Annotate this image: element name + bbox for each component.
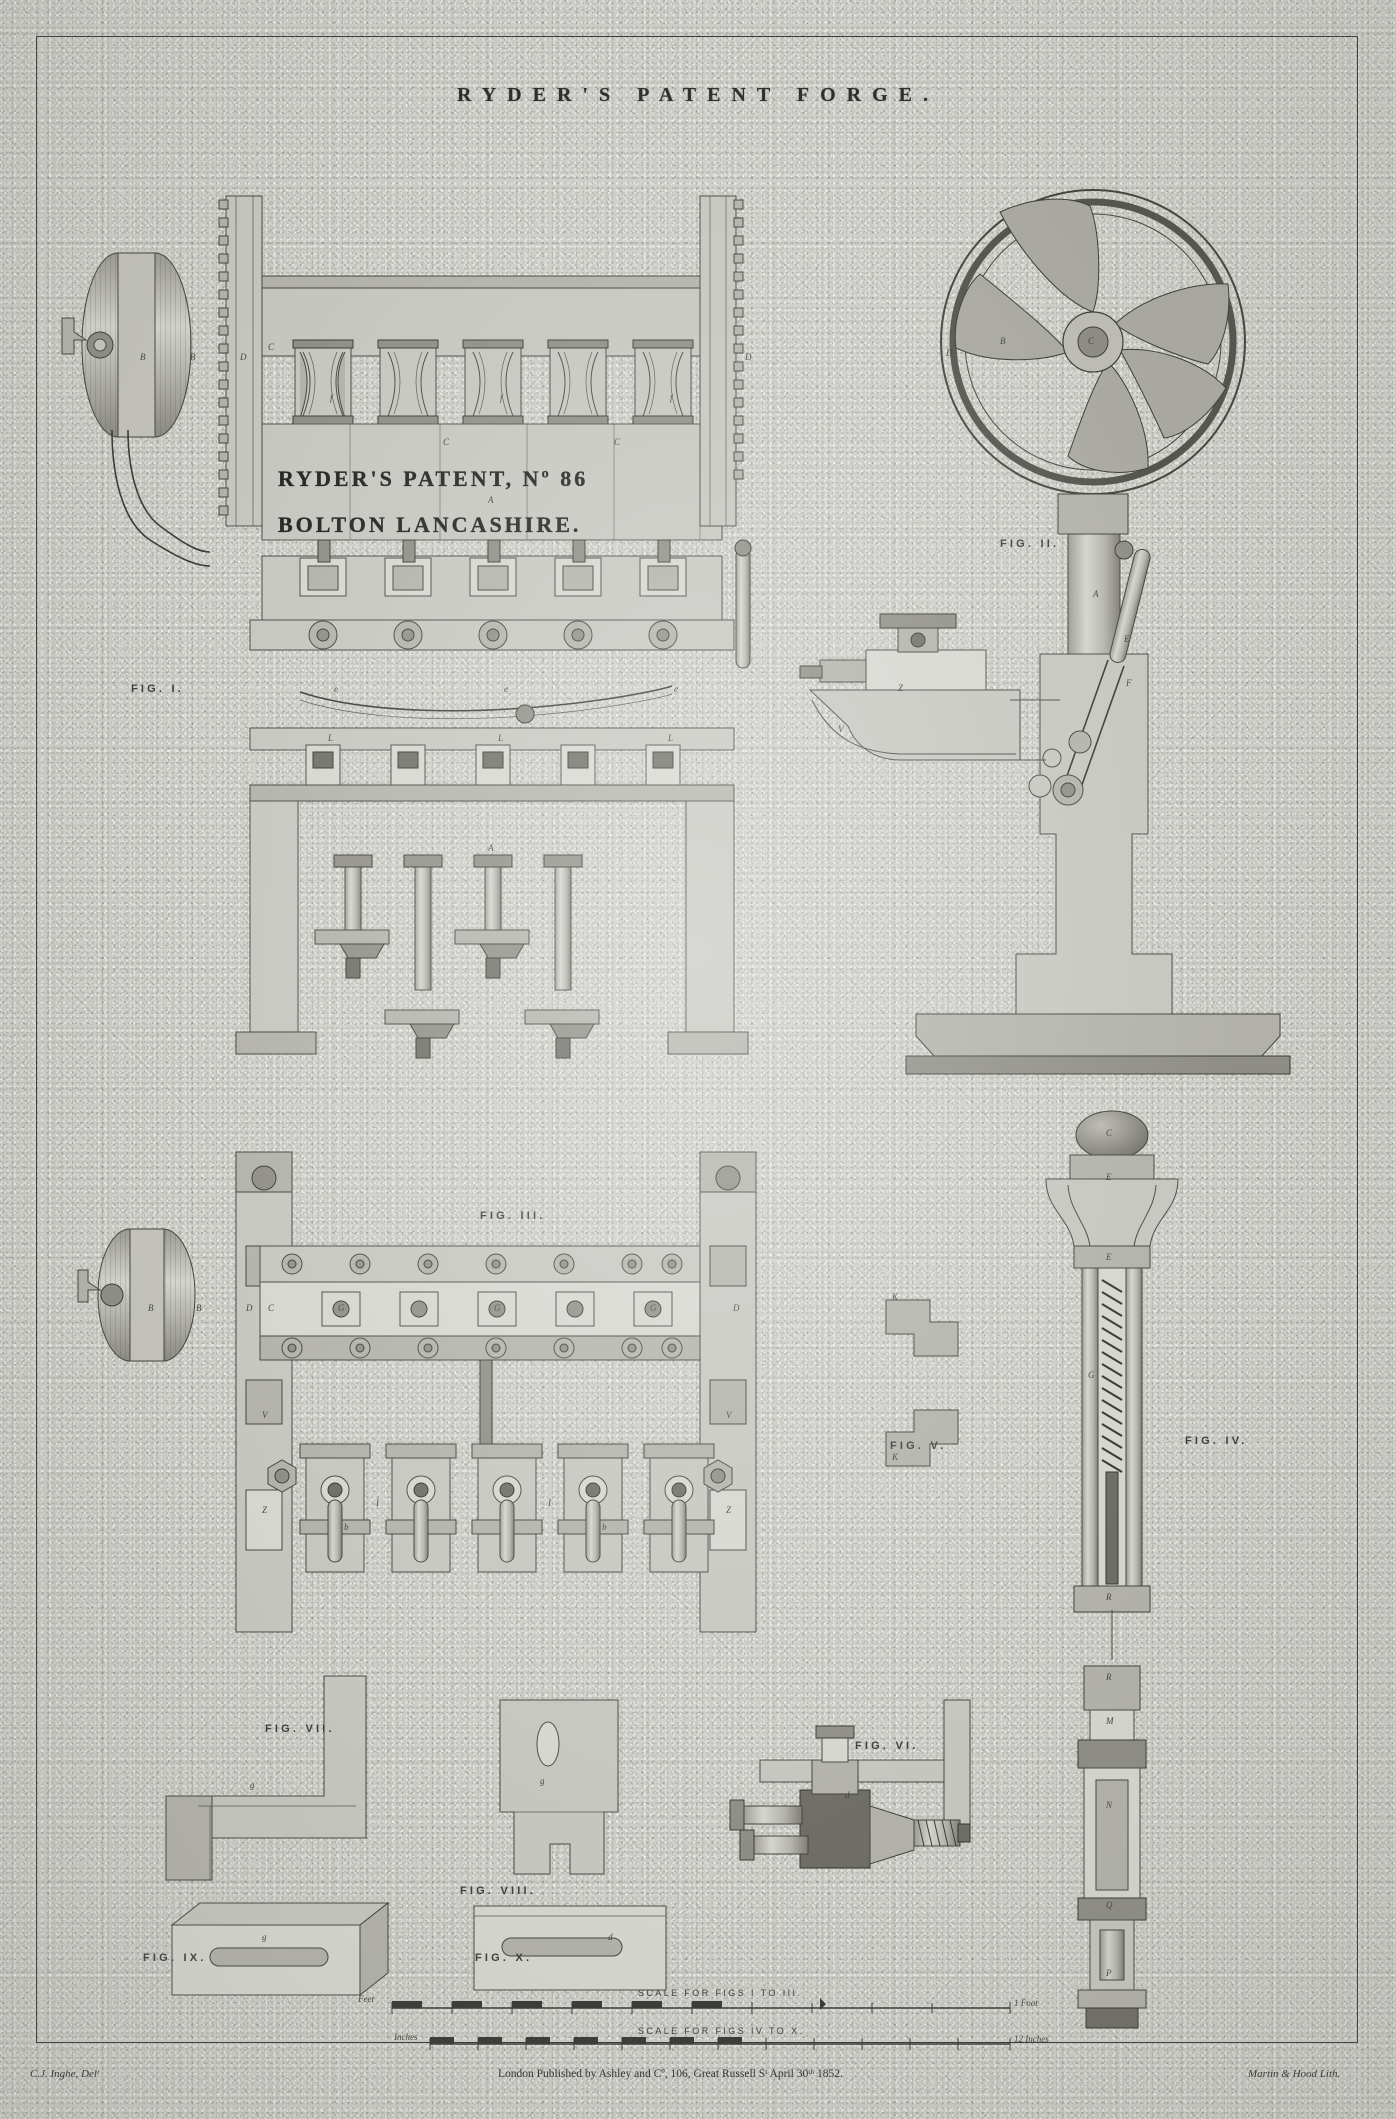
figure-10-drawing [473, 1905, 667, 1991]
part-letter-fig4-E1: E [1106, 1172, 1112, 1182]
part-letter-fig3-I2: I [548, 1498, 551, 1508]
nameplate-line-1: RYDER'S PATENT, Nº 86 [278, 466, 589, 491]
figure-6-drawing [729, 1699, 971, 1869]
part-letter-fig10-d: d [608, 1932, 613, 1942]
part-letter-fig1-A2: A [488, 843, 494, 853]
figure-label-10: FIG. X. [475, 1952, 533, 1964]
part-letter-fig4-R1: R [1106, 1592, 1112, 1602]
figure-7-drawing [165, 1675, 367, 1881]
part-letter-fig1-B2: B [190, 352, 196, 362]
part-letter-fig4-E2: E [1106, 1252, 1112, 1262]
part-letter-fig3-B2: B [196, 1303, 202, 1313]
part-letter-fig4-N: N [1106, 1800, 1113, 1810]
part-letter-fig2-A: A [1093, 589, 1099, 599]
part-letter-fig2-E: E [1124, 634, 1130, 644]
part-letter-fig1-e3: e [674, 684, 678, 694]
part-letter-fig3-b1: b [344, 1522, 349, 1532]
figure-label-1: FIG. I. [131, 683, 184, 695]
figure-5-drawing [885, 1299, 959, 1467]
part-letter-fig3-V2: V [726, 1410, 732, 1420]
figure-label-6: FIG. VI. [855, 1740, 919, 1752]
figure-2-drawing [799, 189, 1291, 1075]
part-letter-fig1-B1: B [140, 352, 146, 362]
figure-label-5: FIG. V. [890, 1440, 947, 1452]
figure-3-drawing [77, 1151, 757, 1633]
part-letter-fig1-f2: f [500, 393, 503, 403]
publication-credit: London Published by Ashley and Cº, 106, … [498, 2068, 843, 2080]
part-letter-fig3-G2: G [494, 1303, 501, 1313]
plate-border [36, 36, 1358, 2043]
part-letter-fig3-B1: B [148, 1303, 154, 1313]
scale-caption-figs-4-10: SCALE FOR FIGS IV TO X. [638, 2026, 805, 2036]
part-letter-fig3-D2: D [733, 1303, 740, 1313]
part-letter-fig1-e2: e [504, 684, 508, 694]
part-letter-fig3-Z2: Z [726, 1505, 732, 1515]
part-letter-fig1-D2: D [745, 352, 752, 362]
part-letter-fig3-b2: b [602, 1522, 607, 1532]
figure-label-9: FIG. IX. [143, 1952, 207, 1964]
part-letter-fig2-B: B [1000, 336, 1006, 346]
part-letter-fig1-L3: L [668, 733, 674, 743]
part-letter-fig4-C: C [1106, 1128, 1113, 1138]
part-letter-fig2-Z: Z [898, 683, 904, 693]
part-letter-fig7-g: g [250, 1780, 255, 1790]
part-letter-fig2-F: F [1126, 678, 1132, 688]
lithographer-credit: Martin & Hood Lith. [1248, 2068, 1341, 2080]
figure-label-4: FIG. IV. [1185, 1435, 1248, 1447]
part-letter-fig3-V1: V [262, 1410, 268, 1420]
part-letter-fig1-L1: L [328, 733, 334, 743]
part-letter-fig2-V: V [838, 724, 844, 734]
part-letter-fig1-C3: C [614, 437, 621, 447]
part-letter-fig3-Z1: Z [262, 1505, 268, 1515]
scale-a-right-label: 1 Foot [1014, 1998, 1038, 2008]
part-letter-fig4-R2: R [1106, 1672, 1112, 1682]
part-letter-fig3-I1: I [376, 1498, 379, 1508]
part-letter-fig4-Q: Q [1106, 1900, 1113, 1910]
nameplate-line-2: BOLTON LANCASHIRE. [278, 512, 582, 537]
scale-bar-figs-4-10 [429, 2037, 1011, 2050]
figure-8-drawing [499, 1699, 619, 1875]
figure-9-drawing [170, 1901, 390, 1997]
figure-label-3: FIG. III. [480, 1210, 546, 1222]
part-letter-fig4-P: P [1106, 1968, 1112, 1978]
part-letter-fig5-K1: K [892, 1292, 899, 1302]
figure-4-drawing [1045, 1110, 1179, 2029]
part-letter-fig3-G1: G [338, 1303, 345, 1313]
part-letter-fig1-C1: C [268, 342, 275, 352]
figure-label-7: FIG. VII. [265, 1723, 335, 1735]
part-letter-fig6-d: d [845, 1790, 850, 1800]
draughtsman-credit: C.J. Inghe, Delᵗ [30, 2068, 99, 2080]
part-letter-fig8-g: g [540, 1776, 545, 1786]
part-letter-fig9-g: g [262, 1932, 267, 1942]
figure-label-2: FIG. II. [1000, 538, 1060, 550]
part-letter-fig1-D1: D [240, 352, 247, 362]
part-letter-fig1-f1: f [330, 393, 333, 403]
part-letter-fig4-G: G [1088, 1370, 1095, 1380]
figure-label-8: FIG. VIII. [460, 1885, 537, 1897]
part-letter-fig1-A1: A [488, 495, 494, 505]
part-letter-fig4-M: M [1106, 1716, 1114, 1726]
figure-1-drawing [61, 195, 752, 1059]
part-letter-fig1-C2: C [443, 437, 450, 447]
scale-bar-figs-1-3 [391, 1998, 1011, 2014]
part-letter-fig2-D: D [946, 348, 953, 358]
part-letter-fig3-C: C [268, 1303, 275, 1313]
scale-a-left-label: Feet [358, 1994, 374, 2004]
part-letter-fig1-L2: L [498, 733, 504, 743]
part-letter-fig3-D1: D [246, 1303, 253, 1313]
part-letter-fig1-f3: f [670, 393, 673, 403]
scale-caption-figs-1-3: SCALE FOR FIGS I TO III. [638, 1988, 803, 1998]
part-letter-fig2-C: C [1088, 336, 1095, 346]
scale-b-left-label: Inches [394, 2032, 418, 2042]
plate-title: RYDER'S PATENT FORGE. [457, 84, 939, 106]
part-letter-fig1-e1: e [334, 684, 338, 694]
part-letter-fig5-K2: K [892, 1452, 899, 1462]
scale-b-right-label: 12 Inches [1014, 2034, 1049, 2044]
part-letter-fig3-G3: G [650, 1303, 657, 1313]
